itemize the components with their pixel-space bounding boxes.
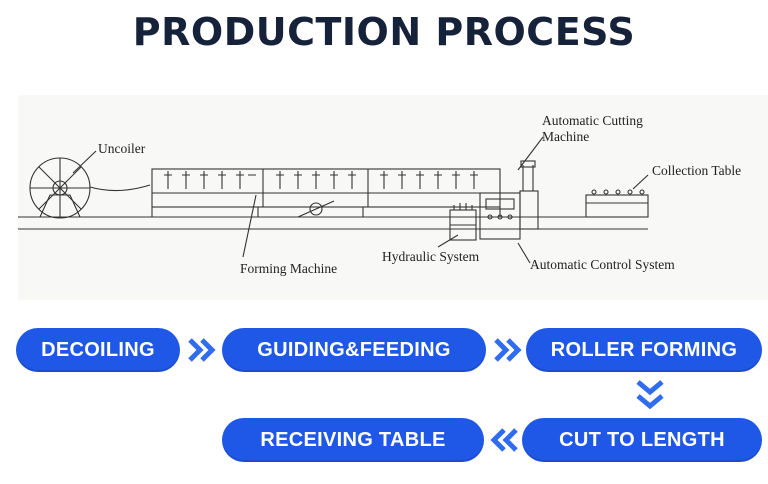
uncoiler-drawing (29, 157, 151, 219)
step-decoiling: DECOILING (16, 328, 180, 372)
cutting-machine-label-line2: Machine (542, 129, 589, 144)
double-chevron-right-icon (188, 338, 216, 362)
step-cut-to-length: CUT TO LENGTH (522, 418, 762, 462)
collection-table-drawing (585, 189, 649, 218)
cutting-machine-label-line1: Automatic Cutting (542, 113, 643, 128)
production-line-drawing: Uncoiler Forming Machine Hydraulic Syste… (18, 113, 741, 276)
double-chevron-right-icon (494, 338, 522, 362)
step-guiding-feeding: GUIDING&FEEDING (222, 328, 486, 372)
hydraulic-system-drawing (449, 203, 477, 241)
page-title: PRODUCTION PROCESS (132, 10, 636, 54)
forming-machine-drawing (151, 168, 501, 218)
production-line-diagram: Uncoiler Forming Machine Hydraulic Syste… (18, 95, 768, 300)
forming-machine-label: Forming Machine (240, 261, 337, 276)
cutting-machine-drawing (479, 160, 539, 240)
collection-table-label: Collection Table (652, 163, 741, 178)
step-receiving-table: RECEIVING TABLE (222, 418, 484, 462)
control-system-label: Automatic Control System (530, 257, 675, 272)
double-chevron-left-icon (490, 428, 518, 452)
uncoiler-label: Uncoiler (98, 141, 146, 156)
hydraulic-system-label: Hydraulic System (382, 249, 480, 264)
step-roller-forming: ROLLER FORMING (526, 328, 762, 372)
double-chevron-down-icon (636, 380, 664, 410)
